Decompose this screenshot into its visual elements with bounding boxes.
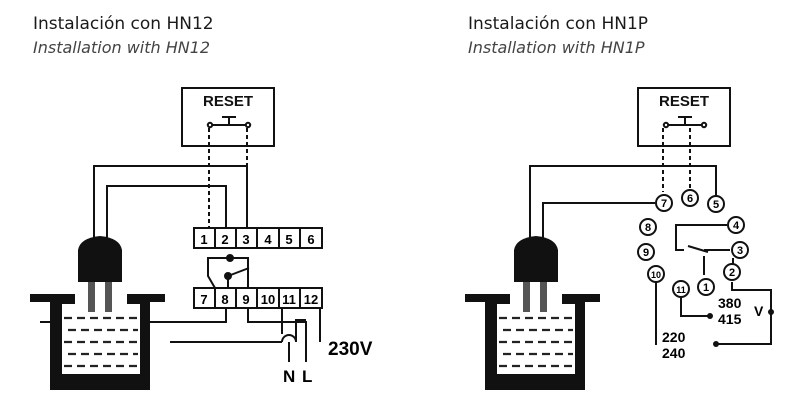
right-pin-label-7: 7: [661, 198, 667, 210]
left-terminal-7: 7: [200, 292, 207, 307]
left-reset-button-icon: [206, 116, 252, 129]
right-pin-9: [637, 243, 655, 261]
right-reset-label: RESET: [659, 93, 709, 110]
right-reset-box: [637, 87, 731, 147]
left-terminal-12: 12: [304, 292, 318, 307]
right-voltage-240: 240: [662, 345, 686, 361]
right-voltage-380: 380: [718, 295, 742, 311]
left-title: Instalación con HN12: [33, 14, 214, 34]
right-pin-2: [723, 263, 741, 281]
right-pin-8: [639, 218, 657, 236]
left-reset-label: RESET: [203, 93, 253, 110]
right-diagram: RESET: [465, 87, 774, 390]
left-diagram: RESET: [30, 87, 323, 390]
right-voltage-415: 415: [718, 311, 742, 327]
right-pin-label-2: 2: [729, 267, 735, 279]
left-top-terminal-labels: 1 2 3 4 5 6: [200, 232, 314, 247]
left-terminal-2: 2: [221, 232, 228, 247]
right-pin-10: [647, 265, 665, 283]
right-tank: [465, 294, 600, 390]
left-terminal-5: 5: [285, 232, 292, 247]
left-terminal-4: 4: [264, 232, 272, 247]
left-liquid: [64, 316, 138, 368]
right-voltage-220: 220: [662, 329, 686, 345]
right-pin-7: [655, 194, 673, 212]
right-probe: [514, 236, 558, 312]
left-terminal-10: 10: [261, 292, 275, 307]
left-neutral-label: N: [283, 367, 295, 386]
right-liquid: [499, 316, 573, 368]
left-terminal-3: 3: [242, 232, 249, 247]
right-pin-labels: 1 2 3 4 5 6 7 8 9 10 11: [643, 193, 743, 295]
right-pin-1: [697, 278, 715, 296]
right-pin-label-4: 4: [733, 220, 740, 232]
right-pin-6: [681, 189, 699, 207]
left-terminal-1: 1: [200, 232, 207, 247]
right-pin-label-11: 11: [676, 285, 686, 295]
left-probe: [78, 236, 122, 312]
left-terminal-6: 6: [307, 232, 314, 247]
right-pin-5: [707, 195, 725, 213]
right-pin-4: [727, 216, 745, 234]
right-pin-label-5: 5: [713, 199, 719, 211]
left-voltage-label: 230V: [328, 339, 373, 360]
left-bottom-terminal-labels: 7 8 9 10 11 12: [200, 292, 318, 307]
right-pin-label-6: 6: [687, 193, 693, 205]
right-subtitle: Installation with HN1P: [468, 38, 645, 57]
right-pin-label-9: 9: [643, 247, 649, 259]
right-pin-label-1: 1: [703, 282, 709, 294]
right-pin-label-3: 3: [737, 245, 743, 257]
right-pin-label-8: 8: [645, 222, 651, 234]
right-v-label: V: [754, 303, 764, 319]
right-pin-label-10: 10: [651, 270, 661, 280]
left-tank: [30, 294, 165, 390]
right-pin-3: [731, 241, 749, 259]
left-reset-box: [181, 87, 275, 147]
left-line-label: L: [302, 367, 312, 386]
left-terminal-9: 9: [242, 292, 249, 307]
right-pin-11: [672, 280, 690, 298]
left-terminal-8: 8: [221, 292, 228, 307]
right-reset-button-icon: [662, 116, 708, 129]
right-title: Instalación con HN1P: [468, 14, 649, 34]
left-terminal-11: 11: [282, 292, 296, 307]
left-subtitle: Installation with HN12: [33, 38, 211, 57]
